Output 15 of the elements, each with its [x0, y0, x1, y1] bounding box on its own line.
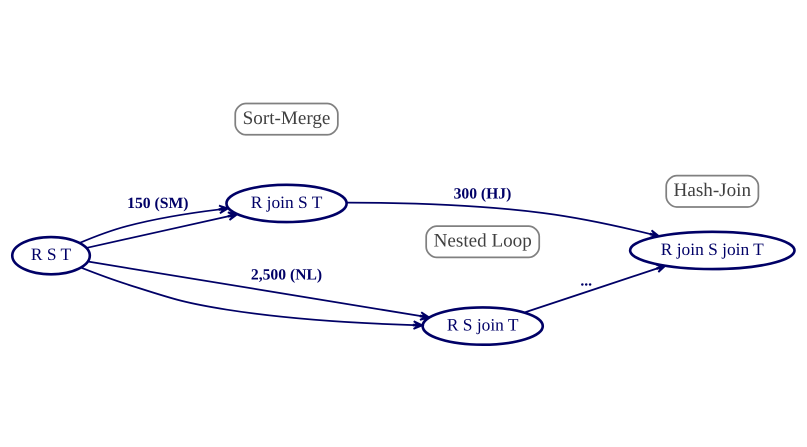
node-box: Hash-Join [665, 174, 760, 208]
edge-label: 150 (SM) [127, 194, 188, 212]
arrow [88, 260, 430, 320]
arrow [524, 263, 666, 313]
arrow [346, 201, 660, 238]
edge-label: ... [580, 272, 592, 290]
arrow [86, 211, 238, 248]
node-ellipse: R S join T [421, 306, 544, 346]
node-ellipse: R S T [10, 235, 92, 276]
arrow [80, 266, 424, 330]
arrow [79, 204, 230, 244]
node-box: Nested Loop [425, 224, 540, 258]
node-box: Sort-Merge [234, 102, 339, 136]
edge-label: 300 (HJ) [454, 185, 512, 202]
edge-label: 2,500 (NL) [250, 266, 322, 283]
